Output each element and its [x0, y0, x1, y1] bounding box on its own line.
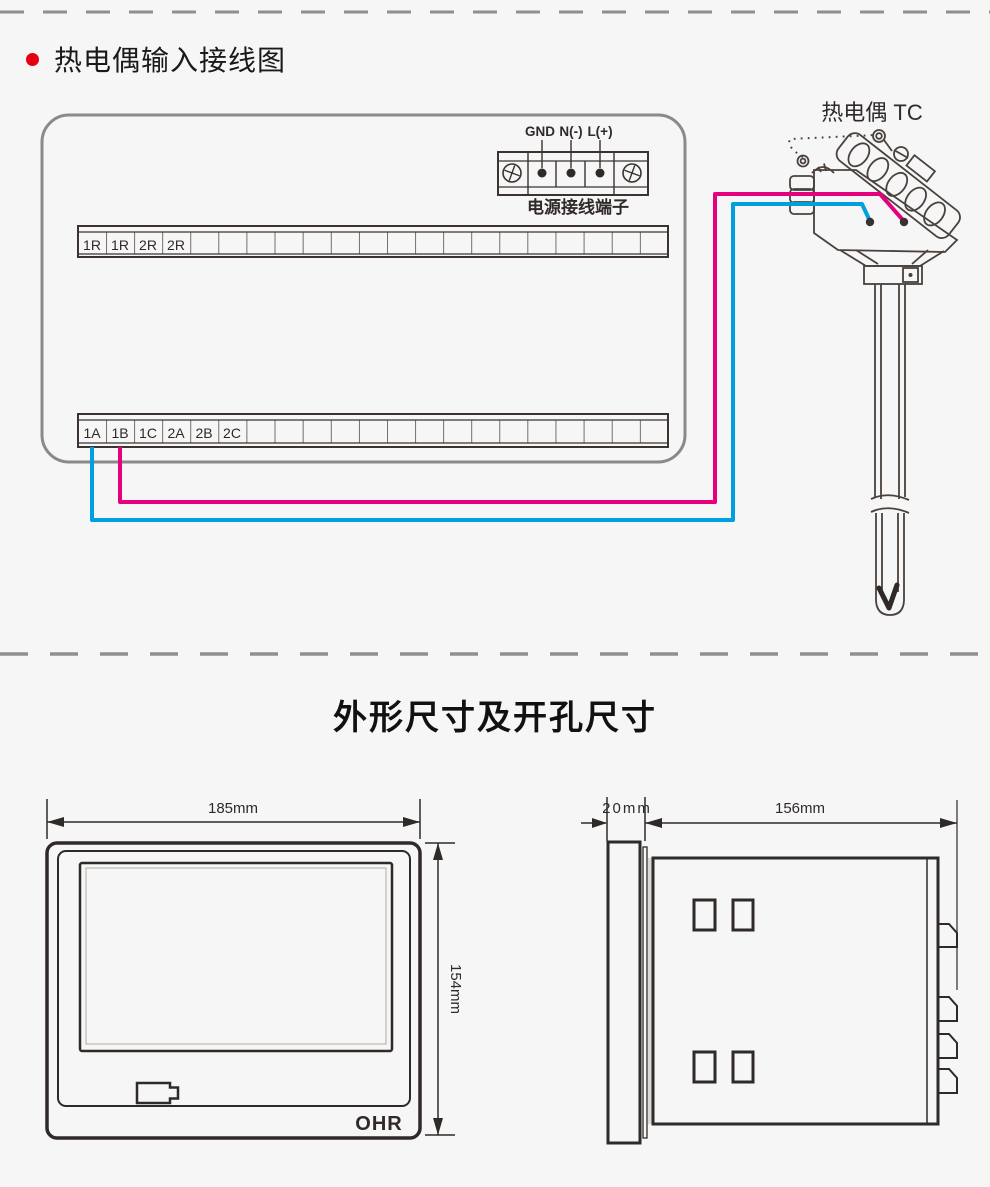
- wiring-section-heading: 热电偶输入接线图: [26, 40, 286, 78]
- strip-label-1b: 1B: [111, 425, 128, 441]
- screw-left-icon: [502, 163, 522, 183]
- strip-label-2r-a: 2R: [139, 237, 157, 253]
- power-label-gnd: GND: [525, 124, 555, 139]
- cap-tab: [905, 154, 937, 183]
- side-depth-label: 20mm: [602, 800, 652, 817]
- tc-wire-negative: [90, 202, 871, 522]
- chain-screw-left-icon: [796, 154, 810, 168]
- strip-label-1r-b: 1R: [111, 237, 129, 253]
- strip-label-2b: 2B: [195, 425, 212, 441]
- device-front-outer: [45, 841, 422, 1140]
- probe-sheath: [870, 284, 910, 616]
- thermocouple-label: 热电偶 TC: [821, 100, 923, 125]
- device-screen-inner-line: [85, 867, 387, 1045]
- wiring-section-title: 热电偶输入接线图: [54, 45, 287, 76]
- connection-head-body: [813, 169, 959, 253]
- side-gasket-strip: [648, 858, 653, 1124]
- strip-label-1a: 1A: [83, 425, 101, 441]
- side-view-drawing: 20mm 156mm: [581, 797, 958, 1145]
- cap-chain: [788, 134, 877, 158]
- dimensions-section-title: 外形尺寸及开孔尺寸: [333, 699, 657, 737]
- side-terminal-blocks: [692, 898, 755, 1084]
- front-width-label: 185mm: [208, 800, 258, 817]
- strip-label-2c: 2C: [223, 425, 241, 441]
- brand-logo: OHR: [355, 1113, 402, 1135]
- device-screen: [78, 861, 394, 1053]
- top-terminal-strip: 1R 1R 2R 2R: [77, 225, 669, 258]
- front-height-label: 154mm: [447, 964, 464, 1014]
- tc-terminal-dot-positive: [899, 217, 909, 227]
- power-block-caption: 电源接线端子: [527, 197, 629, 217]
- strip-label-2r-b: 2R: [167, 237, 185, 253]
- chain-screw-right-icon: [872, 129, 893, 152]
- screw-right-icon: [622, 163, 642, 183]
- tc-signal-wires: [90, 192, 909, 522]
- process-fitting-block: [863, 265, 923, 285]
- strip-label-2a: 2A: [167, 425, 185, 441]
- tc-wire-positive: [118, 192, 904, 504]
- power-label-n: N(-): [559, 124, 582, 139]
- threaded-cap: [835, 132, 961, 239]
- usb-port: [135, 1081, 180, 1105]
- power-terminal-block: GND N(-) L(+) 电源接线端子: [497, 124, 649, 217]
- power-label-l: L(+): [587, 124, 612, 139]
- side-body-case: [651, 856, 940, 1126]
- side-flange-back-line: [642, 846, 648, 1139]
- strip-label-1r-a: 1R: [83, 237, 101, 253]
- strip-label-1c: 1C: [139, 425, 157, 441]
- front-view-drawing: 185mm OHR 154mm: [45, 799, 464, 1140]
- front-width-dimension: 185mm: [46, 799, 421, 839]
- instrument-panel-outline: [40, 113, 687, 464]
- side-depth-dimension: 20mm 156mm: [581, 797, 958, 990]
- probe-tip-junction-mark: [876, 582, 900, 611]
- cap-wing-screw-icon: [893, 146, 909, 162]
- bottom-terminal-strip: 1A 1B 1C 2A 2B 2C: [77, 413, 669, 448]
- side-mounting-clips: [938, 923, 958, 1094]
- thermocouple-illustration: [788, 129, 961, 616]
- side-body-depth-label: 156mm: [775, 800, 825, 817]
- side-front-flange: [606, 840, 642, 1145]
- device-front-inner-bezel: [57, 850, 411, 1107]
- front-height-dimension: 154mm: [425, 842, 464, 1136]
- tc-terminal-dot-negative: [865, 217, 875, 227]
- red-bullet-icon: [26, 52, 39, 66]
- neck-screw: [811, 163, 835, 174]
